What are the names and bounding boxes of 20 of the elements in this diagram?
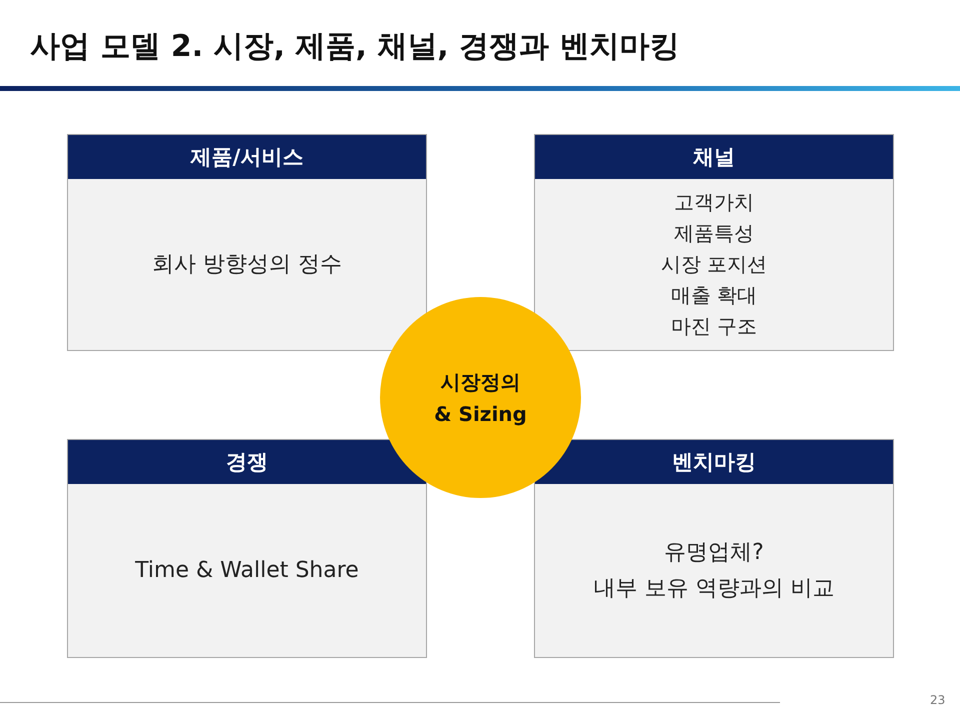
panel-text: 고객가치 — [674, 189, 754, 216]
content-panel — [534, 134, 894, 351]
content-panel — [67, 439, 427, 658]
page-number: 23 — [930, 693, 946, 707]
slide-title: 사업 모델 2. 시장, 제품, 채널, 경쟁과 벤치마킹 — [30, 28, 680, 66]
panel-text: 내부 보유 역량과의 비교 — [594, 574, 834, 602]
panel-header: 벤치마킹 — [535, 440, 893, 484]
panel-header: 채널 — [535, 135, 893, 179]
panel-text: 시장 포지션 — [660, 251, 768, 278]
panel-text: 회사 방향성의 정수 — [152, 250, 342, 278]
panel-text: 매출 확대 — [670, 282, 758, 309]
circle-label: 시장정의 & Sizing — [433, 368, 528, 428]
content-panel — [67, 134, 427, 351]
panel-text: Time & Wallet Share — [135, 556, 359, 584]
panel-text: 마진 구조 — [670, 313, 758, 340]
content-panel — [534, 439, 894, 658]
panel-header: 제품/서비스 — [68, 135, 426, 179]
panel-header: 경쟁 — [68, 440, 426, 484]
panel-text: 제품특성 — [674, 220, 754, 247]
panel-text: 유명업체? — [664, 538, 764, 566]
